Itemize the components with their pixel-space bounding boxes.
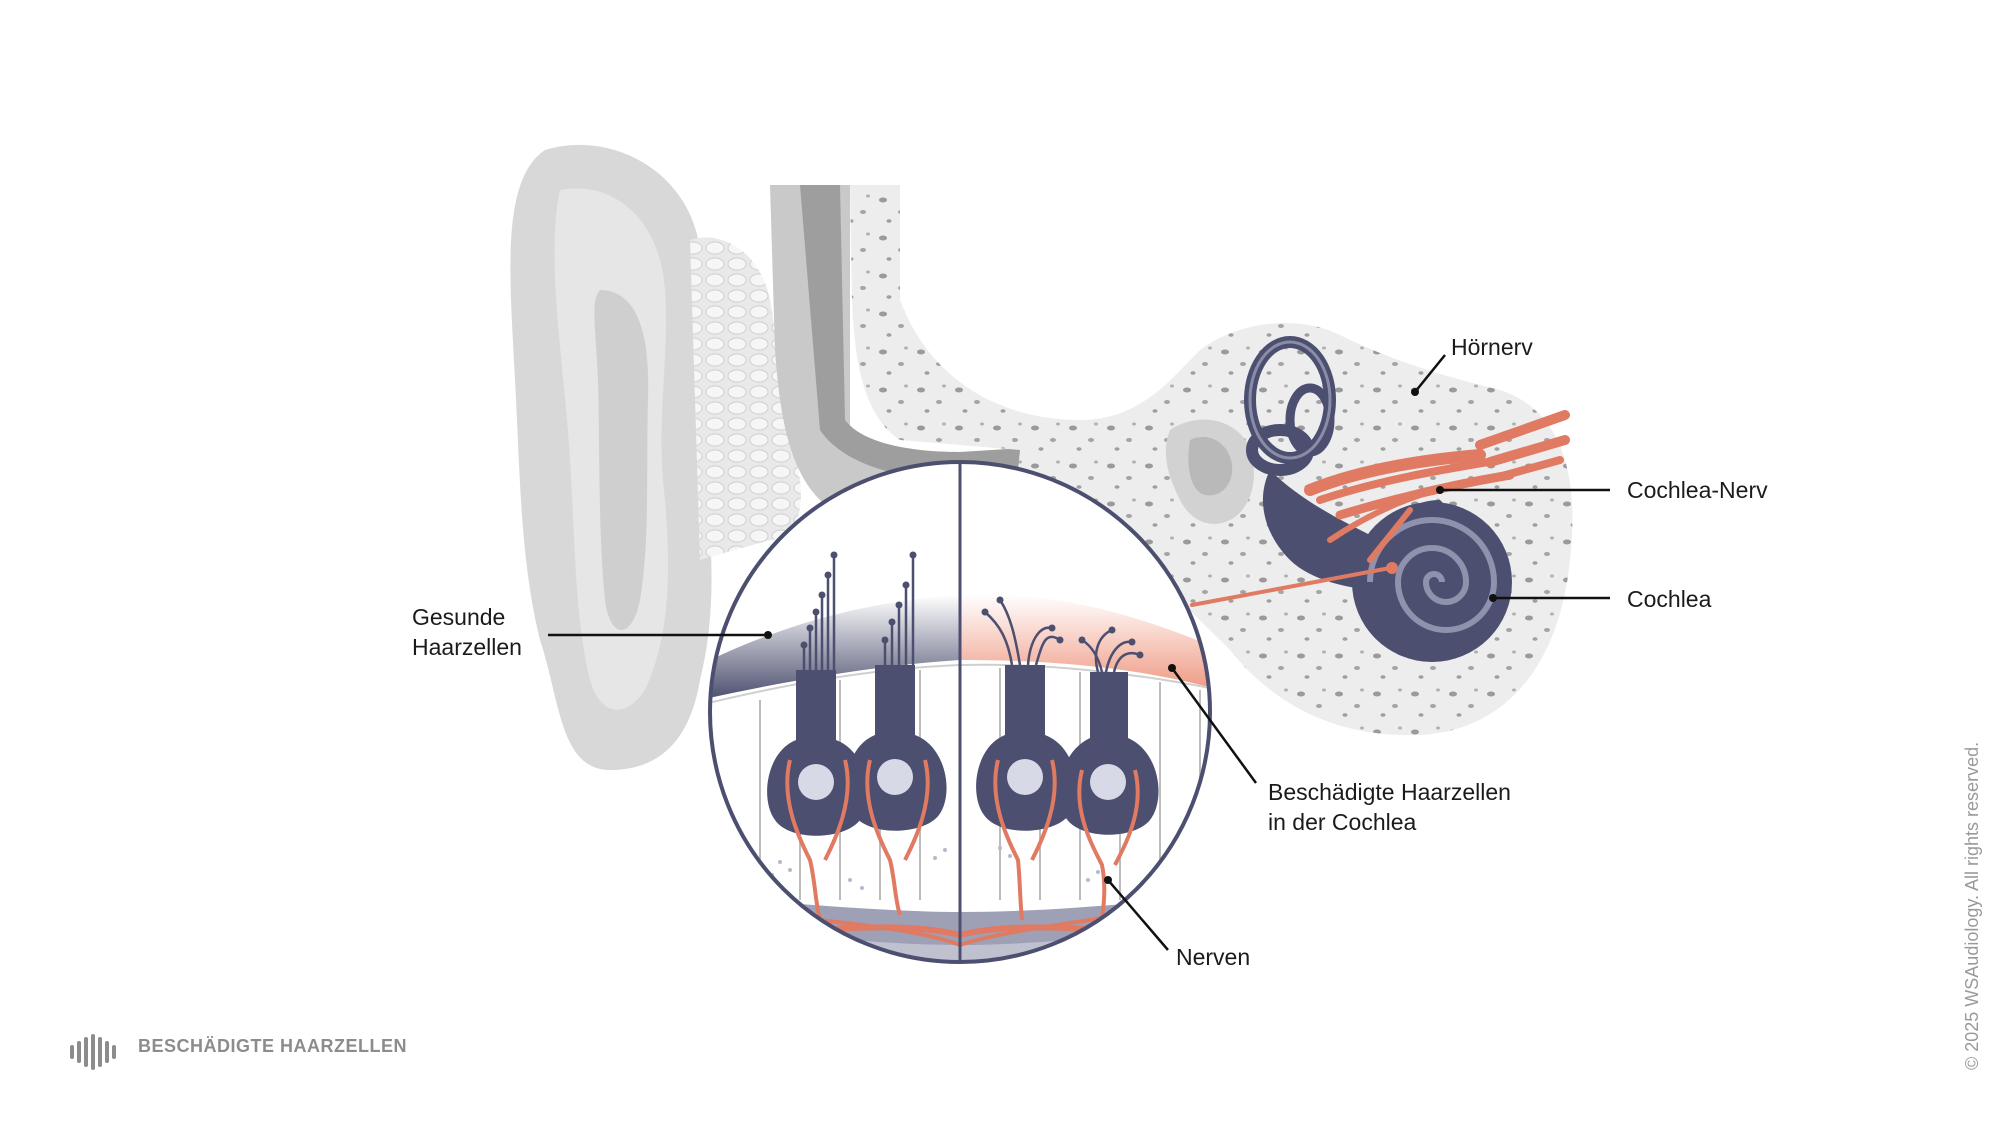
damaged-membrane xyxy=(960,594,1210,690)
label-healthy-line1: Gesunde xyxy=(412,604,506,630)
label-damaged-hair-cells: Beschädigte Haarzellen in der Cochlea xyxy=(1268,777,1511,837)
damaged-hair-cells xyxy=(976,665,1159,835)
cochlea-shape xyxy=(1262,470,1512,662)
healthy-hair-cells xyxy=(767,665,947,836)
copyright-notice: © 2025 WSAudiology. All rights reserved. xyxy=(1962,741,1982,1070)
label-damaged-line2: in der Cochlea xyxy=(1268,809,1417,835)
outer-ear xyxy=(510,144,712,770)
label-cochlea: Cochlea xyxy=(1627,586,1712,612)
magnifier-ring xyxy=(708,460,1212,964)
label-damaged-line1: Beschädigte Haarzellen xyxy=(1268,779,1511,805)
healthy-stereocilia xyxy=(802,555,915,670)
footer-title: BESCHÄDIGTE HAARZELLEN xyxy=(138,1036,408,1056)
leader-lines xyxy=(548,354,1610,951)
waveform-icon xyxy=(70,1034,116,1070)
middle-ear xyxy=(1165,419,1254,524)
label-auditory-nerve: Hörnerv xyxy=(1451,334,1533,360)
label-cochlear-nerve: Cochlea-Nerv xyxy=(1627,477,1768,503)
label-nerves: Nerven xyxy=(1176,944,1251,970)
label-healthy-line2: Haarzellen xyxy=(412,634,522,660)
label-healthy-hair-cells: Gesunde Haarzellen xyxy=(412,602,522,662)
nerve-bundle xyxy=(1190,410,1570,607)
